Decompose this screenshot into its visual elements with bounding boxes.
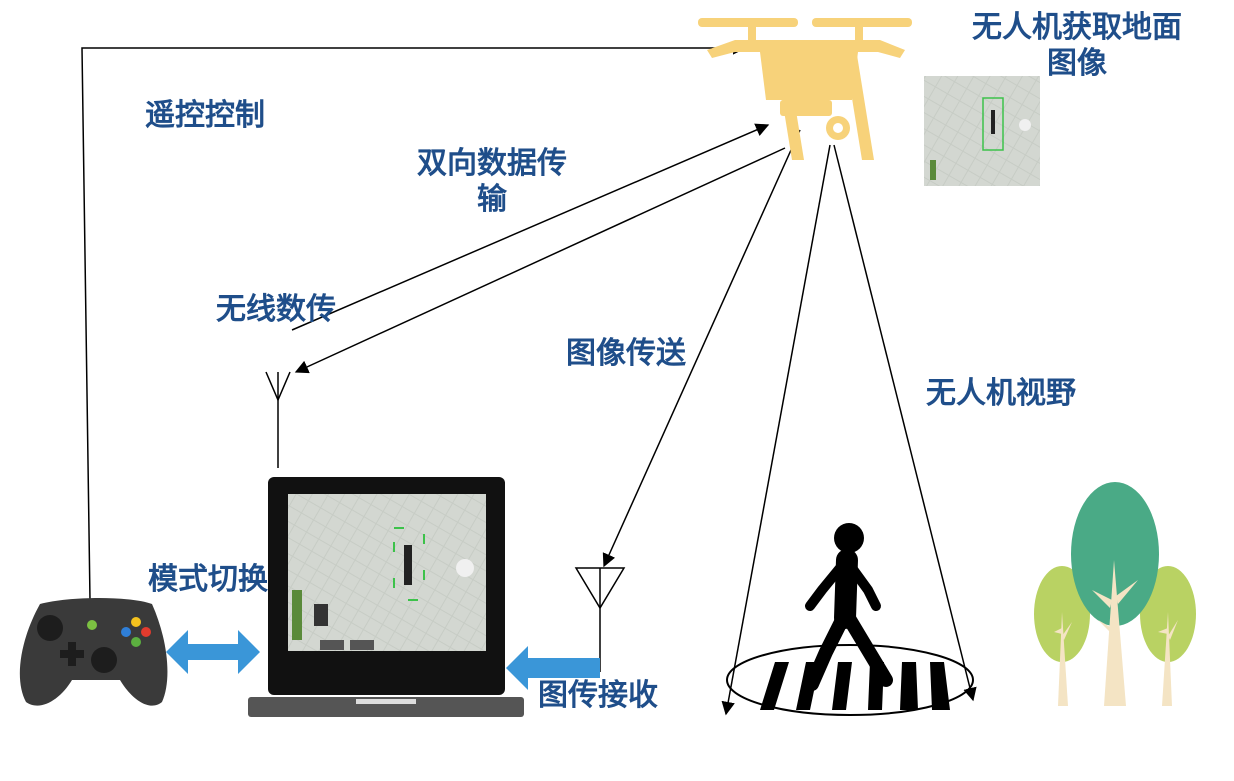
bidirectional-label: 双向数据传 输 xyxy=(412,146,572,218)
bidirectional-label-line1: 双向数据传 xyxy=(417,146,567,181)
receiver-antenna-icon xyxy=(574,567,626,672)
downlink-arrow xyxy=(294,147,786,374)
gamepad-icon xyxy=(19,598,168,706)
remote-control-arrow xyxy=(81,41,747,601)
fov-right-line xyxy=(833,144,977,702)
drone-capture-thumbnail xyxy=(924,76,1040,186)
mode-switch-label: 模式切换 xyxy=(148,562,268,597)
drone-view-label: 无人机视野 xyxy=(926,376,1076,411)
uplink-arrow xyxy=(291,123,770,331)
drone-capture-label-line2: 图像 xyxy=(1047,46,1107,81)
image-transmission-arrow xyxy=(602,129,801,568)
remote-control-label: 遥控控制 xyxy=(145,98,265,133)
image-receive-arrow xyxy=(506,646,600,690)
image-receive-label: 图传接收 xyxy=(538,678,658,713)
drone-icon xyxy=(698,18,912,160)
crosswalk-icon xyxy=(760,662,950,710)
image-transmission-label: 图像传送 xyxy=(566,336,686,371)
antenna-icon xyxy=(265,371,291,468)
fov-left-line xyxy=(721,144,831,716)
laptop-icon xyxy=(248,477,524,717)
drone-capture-label: 无人机获取地面 图像 xyxy=(966,10,1188,82)
pedestrian-icon xyxy=(805,523,893,691)
fov-ground-ellipse xyxy=(726,644,974,716)
drone-capture-label-line1: 无人机获取地面 xyxy=(972,10,1182,45)
wireless-radio-label: 无线数传 xyxy=(216,292,336,327)
bidirectional-label-line2: 输 xyxy=(477,182,507,217)
trees-icon xyxy=(1034,482,1196,706)
mode-switch-double-arrow xyxy=(166,630,260,674)
